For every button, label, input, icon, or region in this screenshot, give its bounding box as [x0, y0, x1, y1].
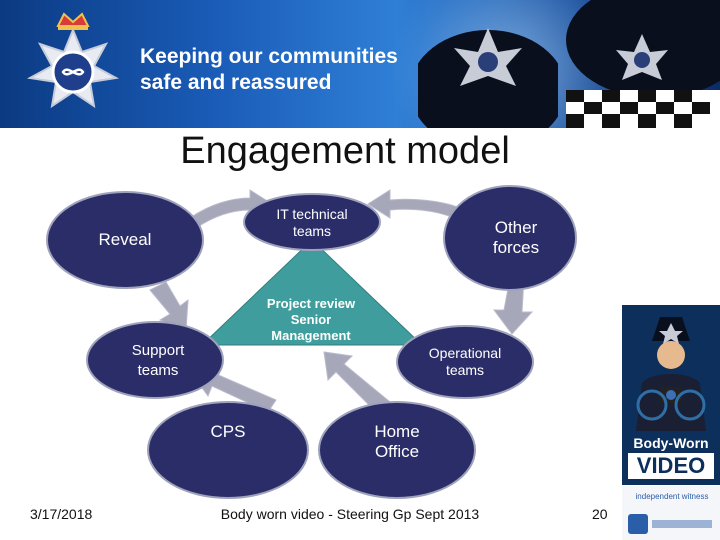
arrow-reveal-to-support: [149, 281, 189, 331]
other-forces-label: Other forces: [492, 218, 540, 257]
tagline: Keeping our communities safe and reassur…: [140, 44, 398, 96]
slide-title: Engagement model: [180, 130, 510, 172]
it-technical-label: IT technical teams: [276, 206, 348, 239]
home-office-node: [318, 401, 476, 499]
header-banner: Keeping our communities safe and reassur…: [0, 0, 720, 128]
police-crest-icon: [26, 12, 120, 109]
partner-logos: independent witness: [622, 486, 720, 540]
operational-teams-label: Operational teams: [428, 345, 502, 378]
officer-icon: [636, 317, 706, 431]
it-technical-node: [243, 193, 381, 251]
other-forces-node: [443, 185, 577, 291]
police-cap-image: [566, 0, 720, 128]
arrow-other-to-it: [367, 189, 461, 219]
partner-logo-bar: [652, 520, 712, 528]
cps-node: [147, 401, 309, 499]
footer-date: 3/17/2018: [30, 506, 93, 522]
tagline-line-2: safe and reassured: [140, 71, 332, 94]
video-label: VIDEO: [628, 453, 714, 479]
support-teams-node: [86, 321, 224, 399]
cps-label: CPS: [210, 422, 246, 441]
body-worn-video-panel: Body-Worn VIDEO: [622, 305, 720, 485]
body-worn-label: Body-Worn: [633, 435, 709, 451]
reveal-node: [46, 191, 204, 289]
independent-witness-caption: independent witness: [635, 492, 709, 501]
footer-title: Body worn video - Steering Gp Sept 2013: [220, 506, 480, 522]
home-office-label: Home Office: [374, 422, 420, 461]
operational-teams-node: [396, 325, 534, 399]
police-helmet-image: [418, 28, 558, 128]
partner-logo-mark: [628, 514, 648, 534]
reveal-label: Reveal: [98, 230, 152, 249]
project-review-triangle: [200, 239, 424, 346]
tagline-line-1: Keeping our communities: [140, 45, 398, 68]
slide-number: 20: [592, 506, 608, 522]
project-review-label: Project review Senior Management: [266, 296, 356, 343]
support-teams-label: Support teams: [131, 342, 185, 379]
